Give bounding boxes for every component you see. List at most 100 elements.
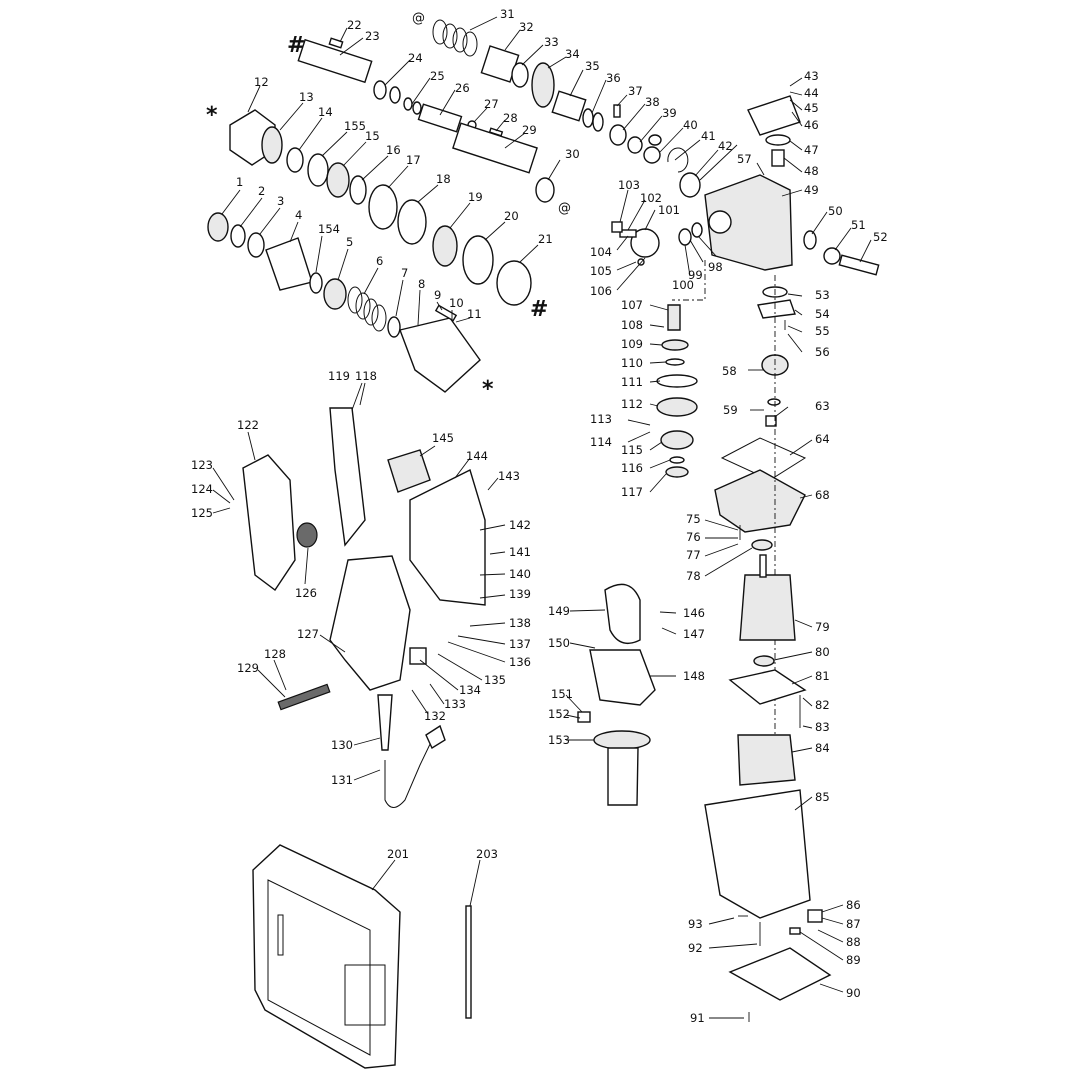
part-label: 21	[538, 232, 553, 246]
part-label: 142	[509, 518, 531, 532]
part-label: 103	[618, 178, 640, 192]
part-122-handle-cover	[242, 454, 296, 592]
part-14-ring	[286, 147, 304, 173]
handle-group	[242, 407, 486, 808]
part-label: 17	[406, 153, 421, 167]
part-label: 107	[621, 298, 643, 312]
case-handle	[344, 964, 386, 1026]
part-label: 49	[804, 183, 819, 197]
part-110-washer	[665, 358, 685, 366]
hash-marker: #	[530, 297, 548, 322]
reference-markers: * * # # @ @	[206, 11, 571, 402]
part-label: 128	[264, 647, 286, 661]
part-153-guard	[593, 730, 651, 750]
part-107-shaft	[667, 304, 681, 331]
part-36b-ring	[592, 112, 604, 132]
part-label: 145	[432, 431, 454, 445]
part-label: 63	[815, 399, 830, 413]
part-label: 86	[846, 898, 861, 912]
part-label: 93	[688, 917, 703, 931]
part-154-ring	[309, 272, 323, 294]
part-label: 87	[846, 917, 861, 931]
part-label: 1	[236, 175, 243, 189]
part-130-cord-guard	[377, 694, 393, 751]
part-68-cover	[714, 469, 806, 533]
part-label: 143	[498, 469, 520, 483]
asterisk-marker: *	[482, 377, 494, 402]
part-label: 98	[708, 260, 723, 274]
part-label: 134	[459, 683, 481, 697]
part-label: 80	[815, 645, 830, 659]
part-label: 100	[672, 278, 694, 292]
part-48-lever	[771, 149, 785, 167]
part-label: 108	[621, 318, 643, 332]
hash-marker: #	[287, 33, 305, 58]
part-2-ring	[230, 224, 246, 248]
part-label: 24	[408, 51, 423, 65]
part-111-disc	[656, 374, 698, 388]
part-25-oring	[403, 97, 413, 111]
part-152-nut	[577, 711, 591, 723]
case-lid-outline	[267, 879, 371, 1056]
part-label: 29	[522, 123, 537, 137]
part-63-bushing	[765, 415, 777, 427]
part-label: 146	[683, 606, 705, 620]
part-label: 109	[621, 337, 643, 351]
part-label: 51	[851, 218, 866, 232]
side-handle-grip	[607, 747, 639, 806]
part-label: 44	[804, 86, 819, 100]
part-label: 18	[436, 172, 451, 186]
part-label: 110	[621, 356, 643, 370]
case-group	[252, 844, 472, 1069]
part-85-motor-housing	[704, 789, 811, 919]
part-19-gear	[432, 225, 458, 267]
part-label: 112	[621, 397, 643, 411]
part-6-spring	[347, 286, 387, 332]
part-label: 89	[846, 953, 861, 967]
part-label: 149	[548, 604, 570, 618]
part-label: 152	[548, 707, 570, 721]
part-label: 84	[815, 741, 830, 755]
part-7-ring	[387, 316, 401, 338]
part-label: 115	[621, 443, 643, 457]
part-131-power-cord	[384, 739, 433, 808]
part-145-pad	[387, 449, 431, 493]
part-30-ring	[535, 177, 555, 203]
part-label: 2	[258, 184, 265, 198]
part-label: 56	[815, 345, 830, 359]
part-20-cage	[462, 235, 494, 285]
at-marker: @	[412, 11, 425, 26]
part-15-bearing	[326, 162, 350, 198]
part-label: 9	[434, 288, 441, 302]
part-label: 58	[722, 364, 737, 378]
part-79-armature	[739, 574, 796, 641]
alignment-line	[672, 260, 706, 301]
part-201-carry-case	[252, 844, 401, 1069]
part-label: 81	[815, 669, 830, 683]
part-134-block	[409, 647, 427, 665]
part-103-block	[611, 221, 623, 233]
part-24-ring	[373, 80, 387, 100]
part-label: 4	[295, 208, 302, 222]
part-35-sleeve	[551, 90, 587, 122]
leader-lines	[212, 16, 872, 1019]
part-label: 140	[509, 567, 531, 581]
part-label: 85	[815, 790, 830, 804]
part-label: 151	[551, 687, 573, 701]
part-label: 52	[873, 230, 888, 244]
part-label: 117	[621, 485, 643, 499]
part-126-switch	[296, 522, 318, 548]
part-label: 41	[701, 129, 716, 143]
part-144-handle-half	[409, 469, 486, 606]
gear-housing-group	[611, 95, 880, 760]
part-label: 7	[401, 266, 408, 280]
part-label: 76	[686, 530, 701, 544]
part-label: 133	[444, 697, 466, 711]
part-label: 122	[237, 418, 259, 432]
part-label: 3	[277, 194, 284, 208]
part-127-main-handle	[329, 555, 411, 691]
part-label: 101	[658, 203, 680, 217]
part-label: 35	[585, 59, 600, 73]
part-label: 91	[690, 1011, 705, 1025]
part-label: 32	[519, 20, 534, 34]
